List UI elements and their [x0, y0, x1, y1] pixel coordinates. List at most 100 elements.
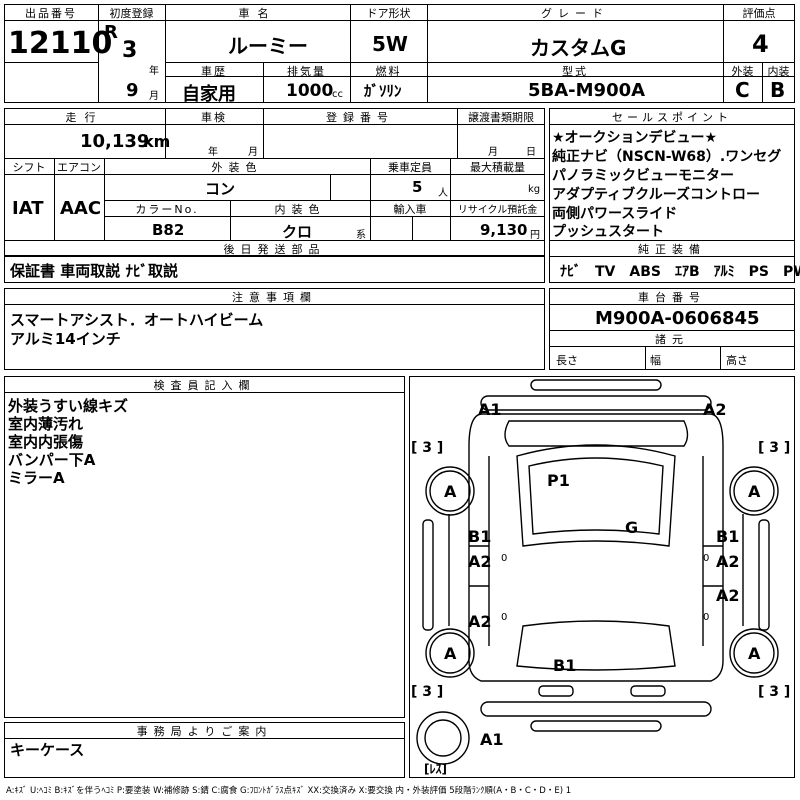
mileage-label: 走行 [65, 111, 104, 124]
notes-label: 注意事項欄 [232, 291, 317, 304]
divider [263, 62, 264, 103]
divider [165, 20, 723, 21]
lot-label: 出品番号 [25, 7, 77, 20]
ac-label: エアコン [57, 161, 101, 174]
inspector-label: 検査員記入欄 [153, 379, 256, 392]
damage-tag: G [625, 518, 639, 537]
displacement-label: 排気量 [287, 65, 326, 78]
equipment-label: 純正装備 [638, 243, 706, 256]
capacity-unit: 人 [438, 188, 448, 199]
door-label: ドア形状 [366, 7, 411, 20]
divider [723, 76, 795, 77]
specs-label: 諸元 [655, 333, 689, 346]
reg-era: R [104, 22, 118, 43]
car-outline [416, 379, 779, 765]
mileage-unit: km [143, 132, 171, 151]
divider [350, 4, 351, 62]
height-label: 高さ [726, 354, 748, 367]
divider [549, 124, 795, 125]
inspector-line: ミラーA [8, 469, 65, 487]
mileage: 10,139 [80, 131, 150, 152]
reg-no-label: 登録番号 [326, 111, 394, 124]
length-label: 長さ [556, 354, 578, 367]
chassis-label: 車台番号 [638, 291, 706, 304]
damage-tag: 0 [501, 553, 508, 564]
sales-points-label: セールスポイント [612, 111, 732, 124]
tread-rear-left: [ 3 ] [411, 684, 444, 700]
capacity: 5 [412, 178, 423, 196]
divider [165, 76, 723, 77]
damage-tag: A2 [716, 552, 740, 571]
later-parts-box [4, 256, 545, 283]
divider [165, 108, 166, 158]
damage-tag: P1 [547, 471, 570, 490]
divider [427, 62, 428, 103]
model-label: 型式 [562, 65, 588, 78]
inspector-line: 室内薄汚れ [8, 415, 84, 433]
damage-tag: A1 [478, 400, 502, 419]
divider [457, 108, 458, 158]
divider [104, 158, 105, 240]
divider [450, 158, 451, 240]
divider [4, 392, 405, 393]
max-load-unit: kg [528, 184, 541, 195]
divider [723, 20, 795, 21]
details-section [4, 108, 545, 256]
history: 自家用 [182, 84, 236, 105]
inspector-line: 室内内張傷 [8, 433, 84, 451]
office-label: 事務局よりご案内 [136, 725, 273, 738]
ac: AAC [60, 198, 102, 219]
width-label: 幅 [650, 354, 661, 367]
divider [350, 62, 351, 103]
damage-tag: B1 [553, 656, 577, 675]
history-label: 車歴 [201, 65, 227, 78]
color-no-label: カラーNo. [135, 203, 199, 216]
later-parts-label: 後日発送部品 [223, 243, 326, 256]
reg-year: 3 [122, 38, 138, 63]
shift: IAT [12, 198, 44, 219]
damage-tag: 0 [501, 612, 508, 623]
score-label: 評価点 [742, 7, 776, 20]
sales-point-line: アダプティブクルーズコントロー [552, 187, 761, 203]
lot-number: 12110 [8, 26, 113, 61]
grade: カスタムG [530, 36, 627, 60]
sales-points-section [549, 108, 795, 283]
tire-front-left: A [444, 482, 457, 501]
divider [645, 346, 646, 370]
tire-rear-right: A [748, 644, 761, 663]
ext-color: コン [205, 180, 236, 198]
divider [4, 124, 545, 125]
divider [4, 304, 545, 305]
capacity-label: 乗車定員 [388, 161, 432, 174]
sales-point-line: プッシュスタート [552, 224, 664, 240]
office-note: キーケース [10, 741, 85, 759]
inspector-line: バンパー下A [8, 451, 96, 469]
recycle-amount: 9,130 [480, 221, 528, 239]
inspection-label: 車検 [201, 111, 227, 124]
divider [104, 174, 545, 175]
insp-month-unit: 月 [248, 147, 258, 158]
damage-tag: B1 [468, 527, 492, 546]
transfer-label: 譲渡書類期限 [468, 111, 534, 124]
divider [165, 4, 166, 103]
damage-tag: A1 [480, 730, 504, 749]
divider [4, 158, 545, 159]
damage-tag: A2 [468, 552, 492, 571]
divider [4, 174, 104, 175]
divider [549, 346, 795, 347]
fuel-label: 燃料 [375, 65, 402, 78]
top-section [4, 4, 795, 103]
sales-point-line: ★オークションデビュー★ [552, 130, 718, 146]
legend: A:ｷｽﾞ U:ﾍｺﾐ B:ｷｽﾞを伴うﾍｺﾐ P:要塗装 W:補修跡 S:錆 … [6, 786, 572, 796]
later-parts: 保証書 車両取説 ﾅﾋﾞ取説 [10, 262, 178, 280]
model-code: 5BA-M900A [528, 80, 646, 101]
door-type: 5W [372, 32, 408, 56]
divider [263, 108, 264, 158]
damage-tag: A2 [716, 586, 740, 605]
car-name: ルーミー [228, 34, 308, 58]
transfer-month-unit: 月 [488, 147, 498, 158]
displacement: 1000 [286, 81, 334, 101]
exterior-label: 外装 [731, 65, 754, 78]
max-load-label: 最大積載量 [470, 161, 525, 174]
tread-front-right: [ 3 ] [758, 440, 791, 456]
